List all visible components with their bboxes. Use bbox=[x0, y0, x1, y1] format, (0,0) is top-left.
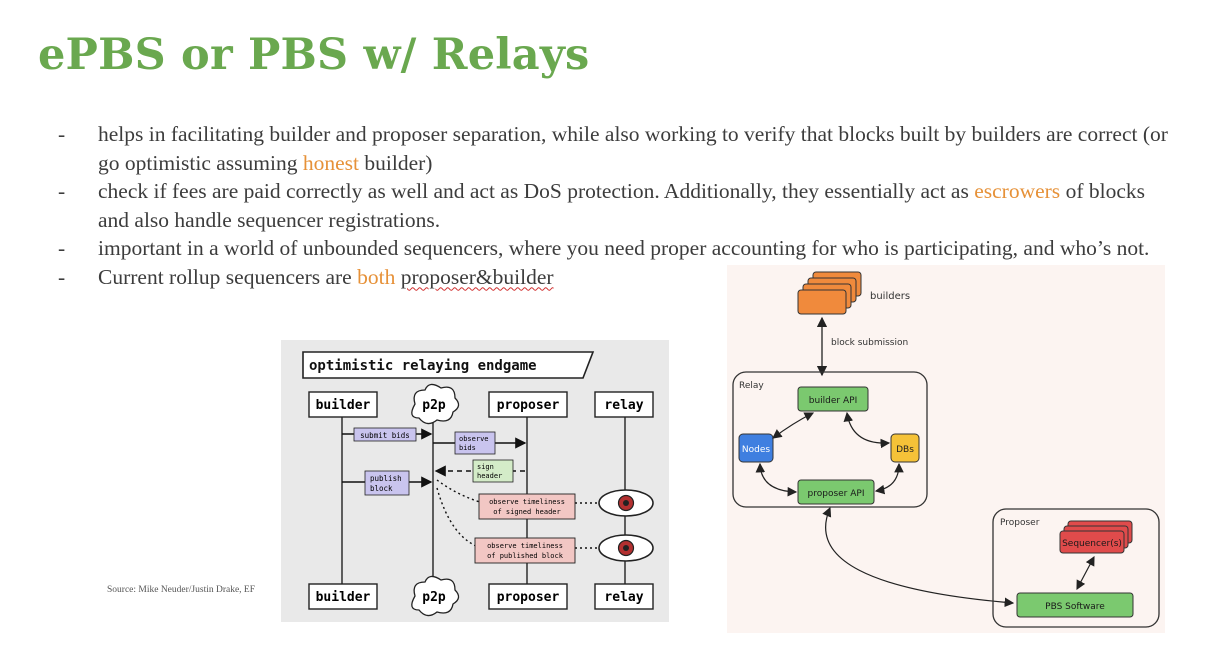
pbs-software-label: PBS Software bbox=[1045, 602, 1105, 612]
publish-block-label-2: block bbox=[370, 484, 393, 493]
builder-nodes-arrow bbox=[772, 412, 815, 439]
sign-header-tag bbox=[472, 459, 514, 483]
observe-block-box bbox=[474, 537, 576, 564]
bullet-dash: - bbox=[58, 264, 66, 289]
builder-api-box bbox=[797, 386, 869, 412]
header-banner bbox=[302, 351, 595, 379]
observe-header-label-1: observe timeliness bbox=[489, 498, 565, 506]
spellcheck-text: proposer&builder bbox=[400, 264, 554, 289]
bullet-item: - check if fees are paid correctly as we… bbox=[58, 177, 1168, 234]
bullet-item: - important in a world of unbounded sequ… bbox=[58, 234, 1168, 263]
bullet-text: check if fees are paid correctly as well… bbox=[98, 179, 975, 203]
bullet-text: helps in facilitating builder and propos… bbox=[98, 122, 1168, 175]
publish-block-label-1: publish bbox=[370, 474, 402, 483]
builder-box-bottom bbox=[308, 583, 378, 610]
bullet-item: - helps in facilitating builder and prop… bbox=[58, 120, 1168, 177]
builder-label-top: builder bbox=[316, 398, 371, 413]
p2p-cloud-bottom bbox=[411, 575, 460, 617]
highlight-text: both bbox=[357, 264, 396, 289]
bullet-dash: - bbox=[58, 122, 66, 146]
dbs-label: DBs bbox=[896, 445, 914, 455]
relay-label-top: relay bbox=[604, 398, 643, 413]
builder-box-top bbox=[308, 391, 378, 418]
nodes-box bbox=[738, 433, 774, 463]
relay-label: Relay bbox=[739, 381, 764, 391]
sequencers-stack bbox=[1059, 520, 1133, 554]
sign-header-label-2: header bbox=[477, 472, 502, 480]
diagram-background bbox=[727, 265, 1165, 633]
p2p-cloud-top bbox=[411, 383, 460, 425]
bullet-text: of blocks and also handle sequencer regi… bbox=[98, 179, 1145, 232]
observe-bids-label-2: bids bbox=[459, 444, 476, 452]
publish-block-tag bbox=[364, 470, 410, 496]
builders-stack bbox=[797, 271, 862, 315]
bullet-text: important in a world of unbounded sequen… bbox=[98, 236, 1150, 260]
proposer-label: Proposer bbox=[1000, 518, 1040, 528]
proposer-pbs-arrow bbox=[822, 506, 1015, 608]
observe-bids-tag bbox=[454, 431, 496, 455]
proposer-box-bottom bbox=[488, 583, 568, 610]
builders-label: builders bbox=[870, 291, 910, 302]
relay-box-bottom bbox=[594, 583, 654, 610]
builder-api-label: builder API bbox=[809, 396, 857, 406]
p2p-label-bottom: p2p bbox=[422, 590, 446, 605]
builder-label-bottom: builder bbox=[316, 590, 371, 605]
block-submission-label: block submission bbox=[831, 338, 908, 348]
observe-bids-label-1: observe bbox=[459, 435, 489, 443]
highlight-text: honest bbox=[302, 150, 359, 175]
bullet-text: Current rollup sequencers are bbox=[98, 264, 358, 289]
bullet-text: builder) bbox=[359, 150, 433, 175]
proposer-label-top: proposer bbox=[497, 398, 560, 413]
bullet-dash: - bbox=[58, 179, 66, 203]
pbs-architecture-diagram: builders block submission Relay builder … bbox=[727, 265, 1165, 633]
nodes-label: Nodes bbox=[742, 445, 770, 455]
eye-icon bbox=[598, 534, 654, 562]
sequencers-label: Sequencer(s) bbox=[1062, 539, 1122, 549]
observe-header-label-2: of signed header bbox=[493, 508, 560, 516]
dbs-proposer-arrow bbox=[874, 462, 904, 495]
submit-bids-label: submit bids bbox=[360, 431, 410, 440]
bullet-item: - Current rollup sequencers are both pro… bbox=[58, 263, 1168, 292]
proposer-container bbox=[992, 508, 1160, 628]
optimistic-relaying-diagram: optimistic relaying endgame builder p2p … bbox=[281, 340, 669, 622]
dbs-box bbox=[890, 433, 920, 463]
diagram-header: optimistic relaying endgame bbox=[309, 358, 537, 374]
p2p-label-top: p2p bbox=[422, 398, 446, 413]
slide-title: ePBS or PBS w/ Relays bbox=[38, 30, 590, 80]
relay-label-bottom: relay bbox=[604, 590, 643, 605]
bullet-dash: - bbox=[58, 236, 66, 260]
sign-header-label-1: sign bbox=[477, 463, 494, 471]
source-citation: Source: Mike Neuder/Justin Drake, EF bbox=[107, 585, 256, 595]
observe-block-label-2: of published block bbox=[487, 552, 564, 560]
observe-header-box bbox=[478, 493, 576, 520]
observe-block-label-1: observe timeliness bbox=[487, 542, 563, 550]
proposer-api-box bbox=[797, 479, 875, 505]
proposer-box-top bbox=[488, 391, 568, 418]
proposer-label-bottom: proposer bbox=[497, 590, 560, 605]
relay-box-top bbox=[594, 391, 654, 418]
sequencer-pbs-arrow bbox=[1076, 555, 1095, 591]
builder-dbs-arrow bbox=[843, 411, 891, 449]
highlight-text: escrowers bbox=[974, 179, 1061, 203]
proposer-api-label: proposer API bbox=[808, 489, 865, 499]
submit-bids-tag bbox=[353, 427, 417, 442]
pbs-software-box bbox=[1016, 592, 1134, 618]
eye-icon bbox=[598, 489, 654, 517]
bullet-list: - helps in facilitating builder and prop… bbox=[58, 120, 1168, 291]
nodes-proposer-arrow bbox=[755, 462, 798, 497]
